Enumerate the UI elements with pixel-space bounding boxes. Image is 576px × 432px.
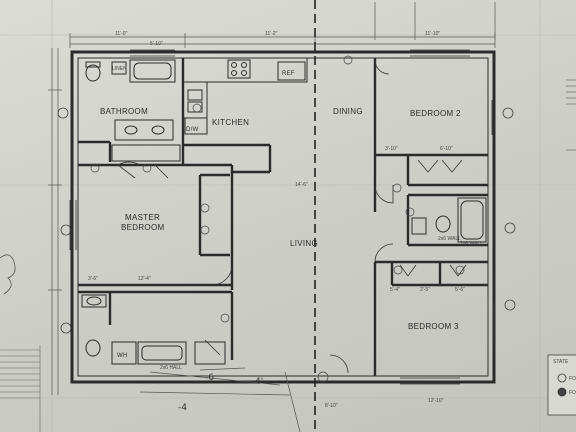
- dim-bed3-b: 2'-5": [420, 287, 430, 293]
- dim-master-closet-b: 3'-6": [88, 276, 98, 282]
- pencil-marks: [139, 367, 301, 432]
- room-label-dining: DINING: [333, 107, 363, 116]
- windows: [69, 49, 495, 385]
- dim-hall: 2x6 HALL: [160, 365, 182, 371]
- grid-bubbles: [57, 107, 516, 334]
- exterior-walls: [70, 50, 496, 384]
- room-label-bathroom: BATHROOM: [100, 107, 148, 116]
- handwritten-note-3: -6: [205, 373, 214, 383]
- tree-symbol: [0, 254, 16, 295]
- door-tags: [90, 55, 465, 383]
- dim-bed2-closet: 3'-10": [385, 146, 398, 152]
- room-label-bedroom-3: BEDROOM 3: [408, 322, 459, 331]
- dim-bed2-closet-b: 6'-10": [440, 146, 453, 152]
- room-label-master-line1: MASTER: [125, 213, 160, 222]
- legend: [547, 354, 576, 416]
- hall-bath-fixtures: [81, 294, 226, 365]
- dim-top-center: 11'-2": [265, 31, 278, 37]
- top-dimension-lines: [69, 2, 496, 48]
- legend-title: STATE: [553, 359, 569, 365]
- legend-item-1: FO: [569, 376, 576, 382]
- fixture-label-linen: LINEN: [112, 66, 127, 72]
- dim-top-left: 11'-0": [115, 31, 128, 37]
- left-dimension-lines: [48, 48, 62, 395]
- room-label-bedroom-2: BEDROOM 2: [410, 109, 461, 118]
- room-label-master-line2: BEDROOM: [121, 223, 164, 232]
- fixture-label-hall-bath-right: 2x6 WALL: [460, 241, 483, 247]
- dim-living-width: 14'-6": [295, 182, 308, 188]
- fixture-label-refrigerator: REF: [282, 71, 295, 77]
- right-bath-fixtures: [411, 197, 487, 243]
- kitchen-fixtures: [182, 57, 308, 135]
- fixture-label-hall-bath: 2x6 WALL: [438, 236, 461, 242]
- margin-notes: [566, 79, 576, 151]
- dim-top-right: 11'-10": [425, 31, 440, 37]
- left-detail-stripes: [0, 345, 41, 432]
- dim-bed3-c: 5'-6": [455, 287, 465, 293]
- room-label-living: LIVING: [290, 239, 318, 248]
- legend-item-2: FO: [569, 390, 576, 396]
- dim-top-mid-left: 5'-10": [150, 41, 163, 47]
- fixture-label-dishwasher: D/W: [186, 127, 199, 133]
- dim-bottom-right: 12'-10": [428, 398, 444, 404]
- fixture-label-washer: WH: [117, 353, 128, 359]
- bathroom-fixtures: [85, 59, 181, 162]
- dim-master-closet: 12'-4": [138, 276, 151, 282]
- handwritten-note-1: 4': [255, 377, 263, 387]
- room-label-kitchen: KITCHEN: [212, 118, 249, 127]
- dim-bed3-a: 5'-4": [390, 287, 400, 293]
- handwritten-note-2: -4: [178, 403, 187, 413]
- dim-bottom-mid: 8'-10": [325, 403, 338, 409]
